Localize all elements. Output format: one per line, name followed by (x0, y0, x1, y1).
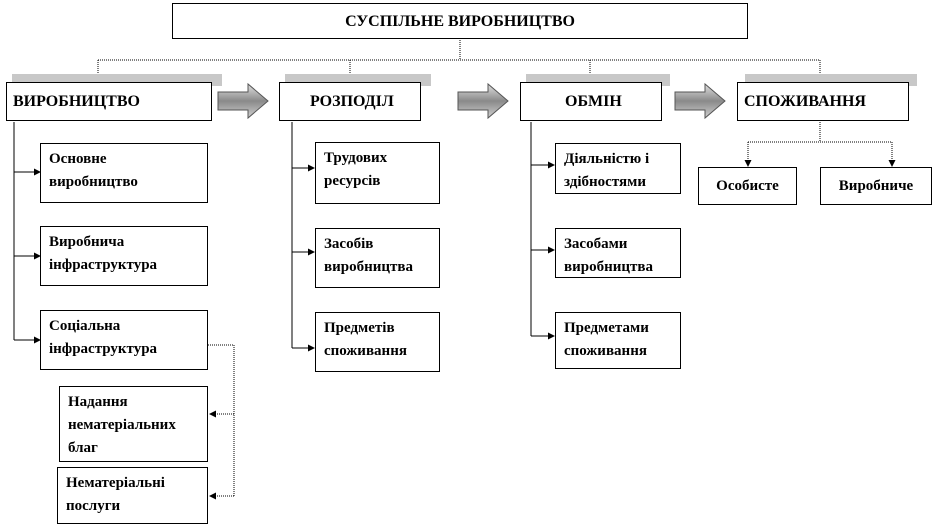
stage-distribution: РОЗПОДІЛ (279, 82, 421, 121)
distribution-item: Предметів споживання (315, 312, 440, 372)
stage-label: РОЗПОДІЛ (310, 93, 394, 110)
production-item: Виробнича інфраструктура (40, 226, 208, 286)
title-box: СУСПІЛЬНЕ ВИРОБНИЦТВО (172, 3, 748, 39)
exchange-item: Предметами споживання (555, 312, 681, 369)
social-infra-item: Нематеріальні послуги (57, 467, 208, 524)
social-infra-item: Надання нематеріальних благ (59, 386, 208, 462)
flow-arrow-3 (674, 82, 726, 120)
item-label: Предметів споживання (324, 320, 407, 359)
stage-label: ВИРОБНИЦТВО (13, 93, 140, 110)
exchange-item: Засобами виробництва (555, 228, 681, 278)
item-label: Соціальна інфраструктура (49, 318, 158, 357)
flow-arrow-2 (457, 82, 509, 120)
production-item: Соціальна інфраструктура (40, 310, 208, 370)
stage-label: СПОЖИВАННЯ (744, 93, 866, 110)
item-label: Діяльністю і здібностями (564, 151, 650, 190)
item-label: Нематеріальні послуги (66, 475, 165, 514)
stage-consumption: СПОЖИВАННЯ (737, 82, 909, 121)
distribution-connectors (291, 122, 315, 352)
exchange-item: Діяльністю і здібностями (555, 143, 681, 194)
stage-exchange: ОБМІН (520, 82, 662, 121)
consumption-item: Виробниче (820, 167, 932, 205)
production-item: Основне виробництво (40, 143, 208, 203)
item-label: Засобів виробництва (324, 236, 413, 275)
item-label: Особисте (716, 177, 779, 194)
stage-flow-arrows (217, 82, 726, 120)
consumption-connectors (744, 122, 896, 167)
diagram-title: СУСПІЛЬНЕ ВИРОБНИЦТВО (345, 12, 575, 30)
distribution-item: Засобів виробництва (315, 228, 440, 288)
item-label: Засобами виробництва (564, 236, 653, 275)
consumption-item: Особисте (698, 167, 797, 205)
exchange-connectors (530, 122, 555, 340)
item-label: Трудових ресурсів (324, 150, 388, 189)
item-label: Предметами споживання (564, 320, 649, 359)
stage-production: ВИРОБНИЦТВО (6, 82, 212, 121)
flow-arrow-1 (217, 82, 269, 120)
production-connectors (13, 122, 41, 344)
distribution-item: Трудових ресурсів (315, 142, 440, 204)
item-label: Виробниче (838, 177, 914, 194)
stage-label: ОБМІН (565, 93, 622, 110)
social-infra-connectors (208, 344, 235, 500)
item-label: Надання нематеріальних благ (68, 394, 176, 456)
item-label: Основне виробництво (49, 151, 138, 190)
item-label: Виробнича інфраструктура (49, 234, 158, 273)
